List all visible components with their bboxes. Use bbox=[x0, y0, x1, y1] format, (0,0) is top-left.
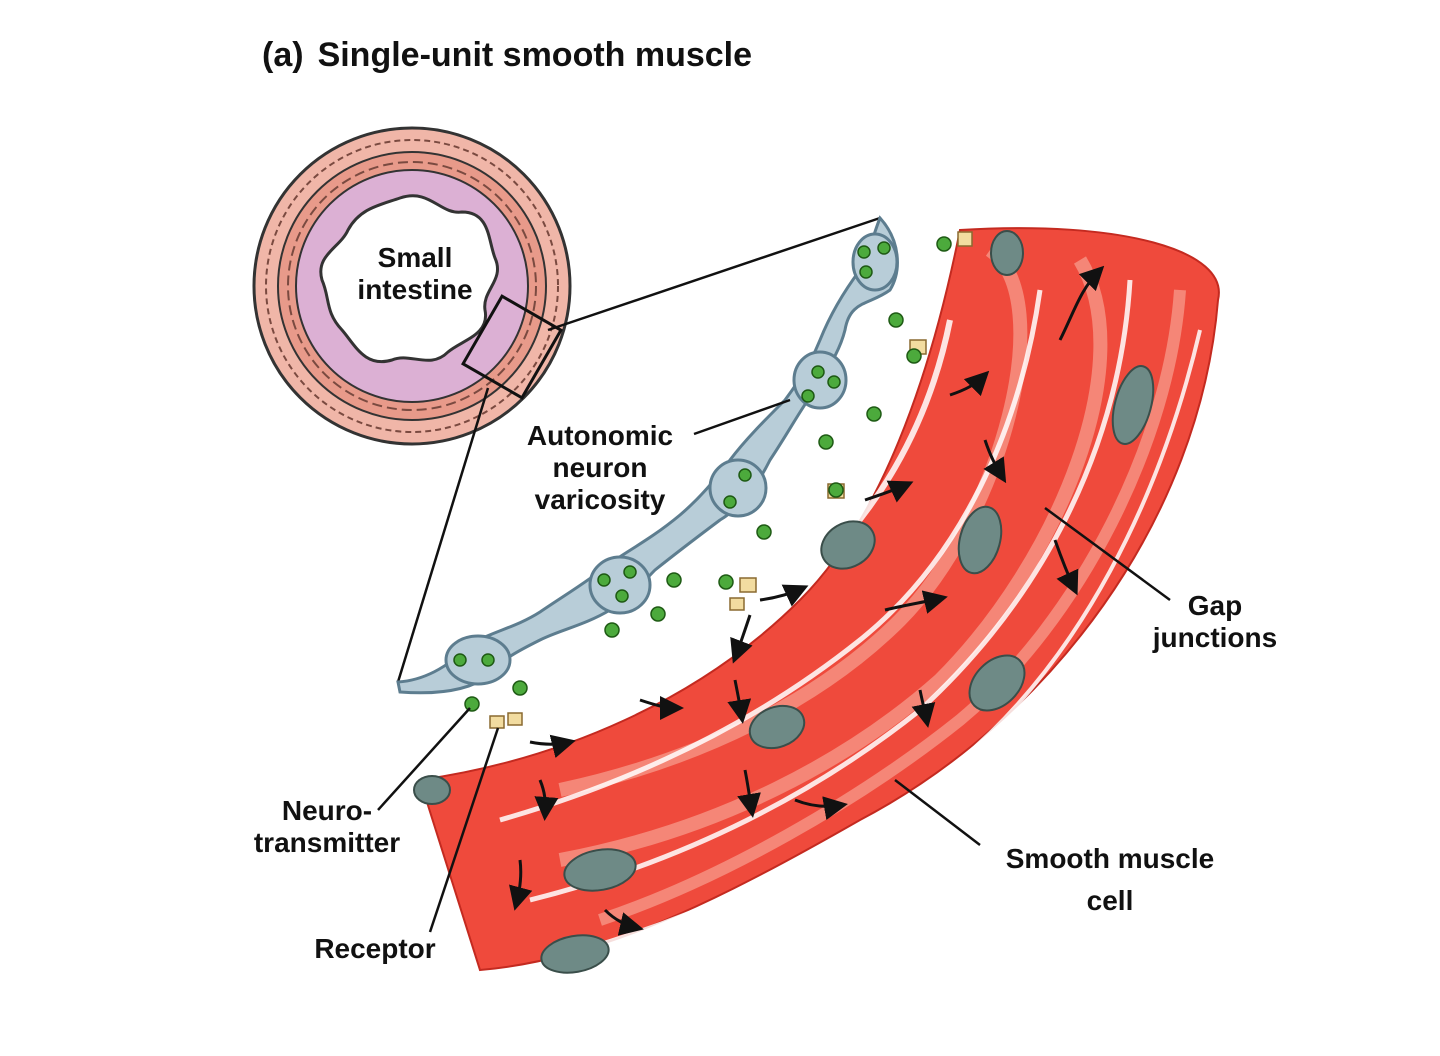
small-intestine-cross-section bbox=[252, 126, 572, 446]
label-small-intestine: Small intestine bbox=[357, 242, 473, 305]
label-gap-junctions: Gap junctions bbox=[1152, 590, 1278, 653]
figure-title: (a) Single-unit smooth muscle bbox=[262, 36, 752, 75]
leader-neurotransmitter bbox=[377, 707, 471, 811]
panel-tag: (a) bbox=[262, 36, 304, 74]
zoom-line-top bbox=[547, 216, 881, 332]
label-neurotransmitter: Neuro- transmitter bbox=[253, 795, 401, 858]
zoom-line-bottom bbox=[396, 387, 490, 683]
autonomic-neuron bbox=[396, 215, 952, 712]
leader-varicosity bbox=[693, 398, 791, 436]
label-autonomic-neuron-varicosity: Autonomic neuron varicosity bbox=[526, 420, 674, 515]
label-smooth-muscle-cell: Smooth muscle cell bbox=[1005, 843, 1215, 916]
label-receptor: Receptor bbox=[314, 933, 436, 964]
leader-gap-junctions bbox=[1044, 506, 1171, 602]
smooth-muscle-bundle bbox=[413, 227, 1220, 974]
leader-receptor bbox=[428, 727, 500, 933]
title-text: Single-unit smooth muscle bbox=[317, 36, 753, 74]
leader-smooth-muscle-cell bbox=[894, 779, 981, 846]
